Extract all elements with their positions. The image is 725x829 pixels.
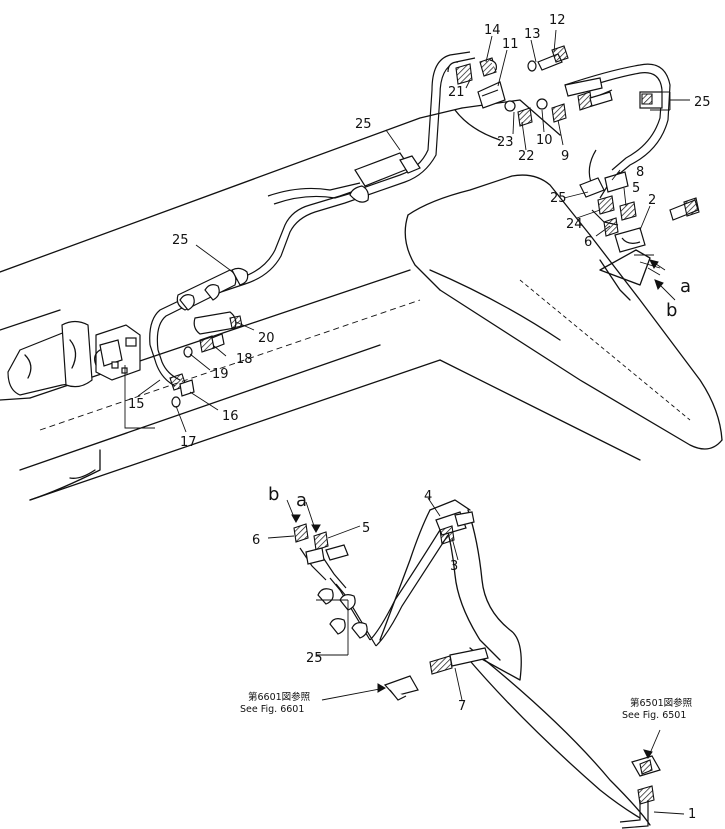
label-16: 16 (222, 409, 239, 424)
label-12: 12 (549, 13, 566, 28)
label-1: 1 (688, 807, 696, 822)
label-6-upper: 6 (584, 235, 592, 250)
part-labels: 14 11 13 12 21 23 22 10 9 25 8 5 2 25 24… (128, 13, 711, 822)
arrowheads (291, 259, 664, 759)
hydraulic-pipes-upper (149, 51, 671, 387)
label-3: 3 (450, 559, 458, 574)
label-25-mid: 25 (550, 191, 567, 206)
label-21: 21 (448, 85, 465, 100)
boom-outline (0, 99, 723, 501)
label-5-upper: 5 (632, 181, 640, 196)
label-23: 23 (497, 135, 514, 150)
fittings-mid-right (579, 171, 700, 253)
label-22: 22 (518, 149, 535, 164)
label-6-lower: 6 (252, 533, 260, 548)
label-4: 4 (424, 489, 432, 504)
label-18: 18 (236, 352, 253, 367)
label-2: 2 (648, 193, 656, 208)
label-5-lower: 5 (362, 521, 370, 536)
fittings-top (447, 45, 663, 127)
leader-lines (124, 29, 690, 815)
label-13: 13 (524, 27, 541, 42)
label-24: 24 (566, 217, 583, 232)
lower-assembly (293, 499, 661, 829)
label-15: 15 (128, 397, 145, 412)
label-25-lower: 25 (306, 651, 323, 666)
label-b-lower: b (268, 484, 279, 505)
label-b-upper: b (666, 300, 677, 321)
label-a-lower: a (296, 490, 307, 511)
label-14: 14 (484, 23, 501, 38)
label-17: 17 (180, 435, 197, 450)
label-10: 10 (536, 133, 553, 148)
label-20: 20 (258, 331, 275, 346)
ref-fig6501-en: See Fig. 6501 (622, 710, 686, 721)
label-9: 9 (561, 149, 569, 164)
label-25-topright: 25 (694, 95, 711, 110)
label-8: 8 (636, 165, 644, 180)
label-11: 11 (502, 37, 519, 52)
fittings-lower-left (169, 311, 243, 408)
ref-fig6501-jp: 第6501図参照 (630, 697, 693, 709)
label-19: 19 (212, 367, 229, 382)
clamp-blocks (176, 152, 421, 311)
label-7: 7 (458, 699, 466, 714)
label-25-boom: 25 (355, 117, 372, 132)
ref-fig6601-jp: 第6601図参照 (248, 691, 311, 703)
label-25-left: 25 (172, 233, 189, 248)
label-a-upper: a (680, 276, 691, 297)
ref-fig6601-en: See Fig. 6601 (240, 704, 304, 715)
